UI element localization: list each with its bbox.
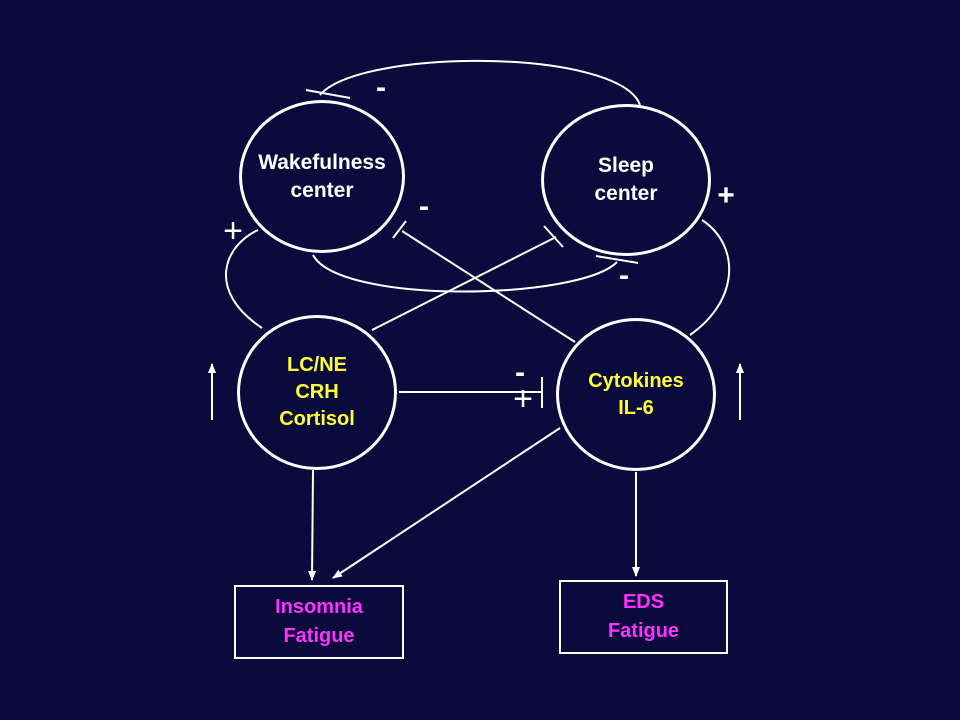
cytokines-to-sleep-arc bbox=[689, 219, 731, 336]
sleep-inhibition-bar bbox=[595, 255, 639, 264]
cortisol-label: Cortisol bbox=[279, 408, 355, 430]
cytokines-label: Cytokines bbox=[588, 369, 684, 392]
lcne-to-sleep-inhibition-line bbox=[371, 236, 557, 331]
center-minus-sign: - bbox=[419, 190, 429, 223]
eds-fatigue-label: Fatigue bbox=[607, 620, 680, 642]
insomnia-fatigue-label: Fatigue bbox=[283, 625, 355, 647]
eds-label: EDS bbox=[622, 591, 665, 613]
wakefulness-inhibition-bar bbox=[305, 89, 351, 99]
lcne-to-insomnia-arrow bbox=[308, 469, 317, 581]
sleep-cross-inhibition-bar bbox=[543, 225, 564, 248]
cytokine-plus-sign: + bbox=[513, 380, 533, 418]
il6-label: IL-6 bbox=[618, 396, 654, 419]
sleep-bottom-minus-sign: - bbox=[619, 259, 629, 292]
insomnia-label: Insomnia bbox=[275, 596, 363, 618]
sleep-center-label: Sleep bbox=[597, 154, 655, 177]
sleep-plus-sign: + bbox=[717, 179, 735, 212]
sleep-to-wakefulness-inhibition-arc bbox=[319, 60, 641, 106]
lcne-to-wakefulness-arc bbox=[224, 229, 263, 329]
crh-label: CRH bbox=[295, 381, 339, 403]
wakefulness-center-label: Wakefulness bbox=[258, 150, 386, 174]
left-plus-sign: + bbox=[223, 212, 243, 250]
wakefulness-cross-inhibition-bar bbox=[392, 220, 407, 239]
wakefulness-center-label-line2: center bbox=[290, 178, 354, 202]
cytokines-to-wakefulness-inhibition-line bbox=[401, 230, 576, 343]
wakefulness-center-node: Wakefulness center bbox=[239, 100, 405, 253]
cytokines-il6-node: Cytokines IL-6 bbox=[556, 318, 716, 471]
eds-fatigue-box: EDS Fatigue bbox=[559, 580, 728, 654]
top-arc-minus-sign: - bbox=[376, 71, 386, 104]
cytokine-minus-sign: - bbox=[515, 356, 525, 389]
insomnia-fatigue-box: Insomnia Fatigue bbox=[234, 585, 404, 659]
sleep-center-label-line2: center bbox=[594, 182, 658, 205]
lcne-label: LC/NE bbox=[287, 354, 347, 376]
cytokines-to-insomnia-arrow bbox=[332, 427, 561, 579]
wakefulness-to-sleep-inhibition-arc bbox=[312, 254, 618, 293]
lcne-crh-cortisol-node: LC/NE CRH Cortisol bbox=[237, 315, 397, 470]
sleep-center-node: Sleep center bbox=[541, 104, 711, 256]
